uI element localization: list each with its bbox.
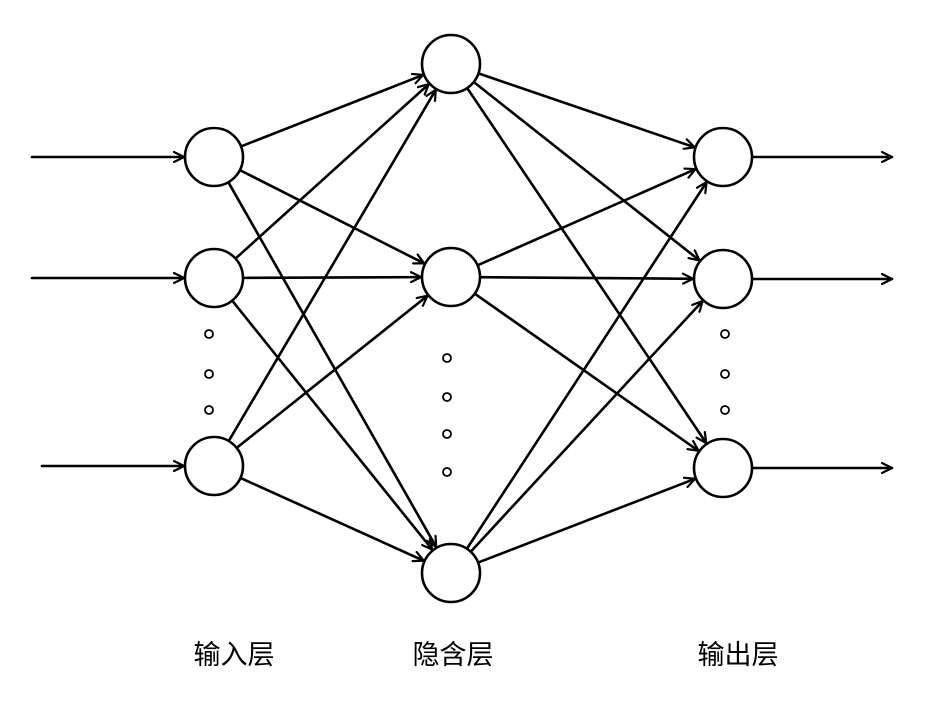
ellipsis-dot — [204, 405, 214, 415]
hidden-output-connection — [472, 80, 700, 260]
hidden-output-connection — [465, 86, 706, 443]
input-hidden-connection — [227, 180, 438, 547]
hidden-output-connection — [473, 292, 699, 451]
input-neuron — [183, 435, 245, 497]
neurons — [183, 33, 754, 604]
hidden-output-connection — [478, 277, 695, 279]
input-hidden-connection — [239, 75, 423, 148]
ellipsis-dot — [720, 329, 730, 339]
output-neuron — [692, 248, 754, 310]
input-neuron — [183, 247, 245, 309]
ellipsis-dots — [204, 329, 730, 477]
hidden-output-connection — [476, 479, 695, 564]
output-layer-label: 输出层 — [697, 640, 779, 671]
input-neuron — [183, 126, 245, 188]
output-neuron — [692, 437, 754, 499]
hidden-neuron — [420, 33, 482, 95]
hidden-output-connection — [465, 182, 707, 551]
input-hidden-connection — [234, 84, 429, 260]
connections — [30, 72, 894, 564]
input-hidden-connection — [227, 90, 438, 443]
input-hidden-connection — [238, 168, 424, 265]
ellipsis-dot — [720, 405, 730, 415]
ellipsis-dot — [720, 369, 730, 379]
input-hidden-connection — [235, 296, 428, 450]
output-neuron — [692, 126, 754, 188]
hidden-output-connection — [477, 72, 694, 147]
ellipsis-dot — [442, 467, 452, 477]
input-hidden-connection — [239, 476, 423, 561]
hidden-layer-label: 隐含层 — [412, 640, 494, 671]
ellipsis-dot — [442, 353, 452, 363]
hidden-output-connection — [476, 169, 696, 267]
hidden-output-connection — [469, 301, 703, 554]
input-hidden-connection — [241, 277, 423, 278]
ellipsis-dot — [204, 329, 214, 339]
ellipsis-dot — [204, 369, 214, 379]
hidden-neuron — [420, 542, 482, 604]
hidden-neuron — [420, 246, 482, 308]
input-hidden-connection — [230, 299, 432, 550]
input-layer-label: 输入层 — [193, 640, 275, 671]
ellipsis-dot — [442, 392, 452, 402]
ellipsis-dot — [442, 429, 452, 439]
